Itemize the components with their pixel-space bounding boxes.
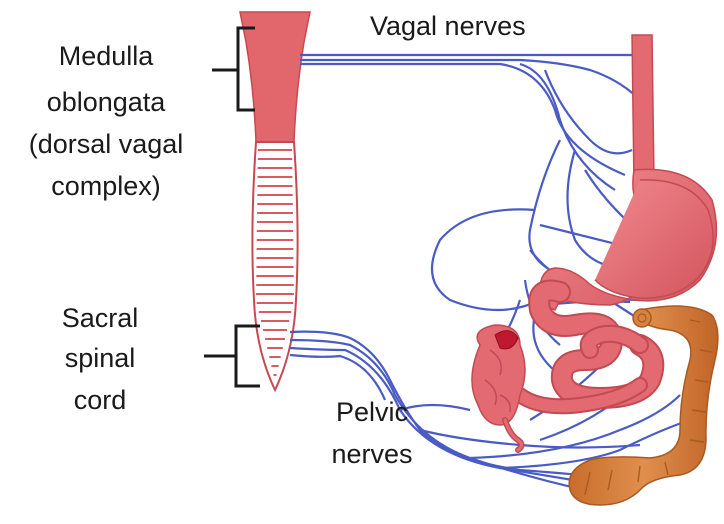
small-intestine bbox=[520, 290, 653, 406]
esophagus bbox=[632, 35, 654, 185]
sacral-label-line3: cord bbox=[0, 384, 200, 417]
medulla-label-line2: oblongata bbox=[0, 86, 212, 119]
cecum bbox=[472, 325, 525, 450]
medulla-label-line4: complex) bbox=[0, 170, 212, 203]
spinal-cord bbox=[252, 142, 297, 390]
vagal-nerves-label: Vagal nerves bbox=[370, 10, 526, 43]
pelvic-label-line1: Pelvic bbox=[322, 396, 422, 429]
medulla-label-line3: (dorsal vagal bbox=[0, 128, 212, 161]
medulla-label-line1: Medulla bbox=[0, 40, 212, 73]
sacral-label-line1: Sacral bbox=[0, 302, 200, 335]
pelvic-label-line2: nerves bbox=[322, 438, 422, 471]
sacral-bracket bbox=[204, 326, 260, 386]
medulla-oblongata bbox=[240, 12, 310, 142]
sacral-label-line2: spinal bbox=[0, 342, 200, 375]
